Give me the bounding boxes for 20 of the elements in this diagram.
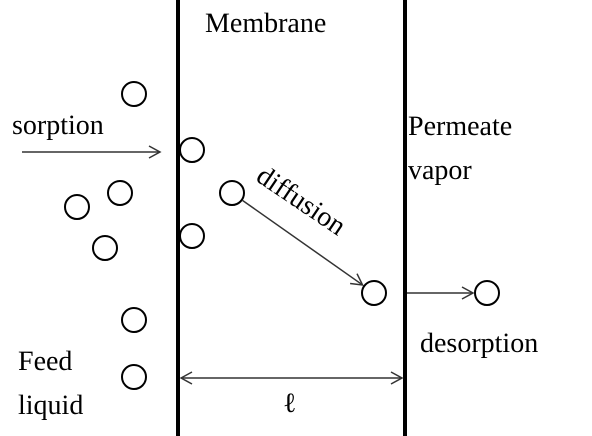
molecule-circle (92, 235, 118, 261)
molecule-circle (474, 280, 500, 306)
molecule-circle (179, 137, 205, 163)
text-label: Permeate vapor (408, 110, 514, 188)
arrow (242, 200, 364, 286)
arrow (22, 145, 161, 159)
molecule-circle (219, 180, 245, 206)
edge-label: sorption (12, 110, 104, 142)
arrow (407, 286, 474, 300)
molecule-circle (121, 307, 147, 333)
molecule-circle (64, 194, 90, 220)
edge-label: desorption (420, 328, 538, 360)
molecule-circle (107, 180, 133, 206)
molecule-circle (361, 280, 387, 306)
text-label: ℓ (283, 388, 296, 420)
molecule-circle (121, 81, 147, 107)
text-label: Feed liquid (18, 345, 84, 423)
molecule-circle (121, 364, 147, 390)
molecule-circle (179, 223, 205, 249)
text-label: Membrane (205, 8, 326, 40)
